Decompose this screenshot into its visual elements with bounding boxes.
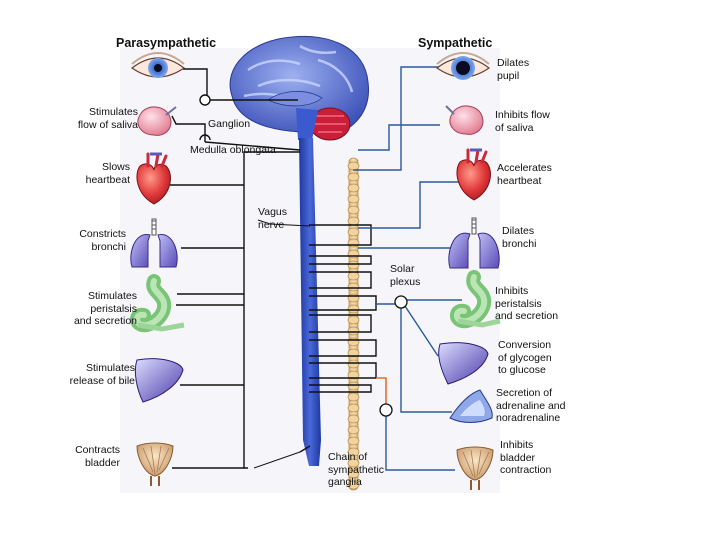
chain-ganglion-bead — [347, 227, 360, 237]
adrenal-gland-icon — [449, 389, 493, 423]
sympathetic-chain-label: Chain of sympathetic ganglia — [328, 451, 385, 488]
chain-ganglion-bead — [347, 414, 360, 424]
eye-icon — [435, 52, 491, 80]
solar-plexus-label: Solar plexus — [390, 263, 421, 288]
sympathetic-header: Sympathetic — [418, 36, 493, 50]
para-saliva-label: Stimulates flow of saliva — [77, 106, 138, 131]
symp-pupil-label: Dilates pupil — [497, 57, 530, 82]
chain-ganglion-bead — [347, 238, 360, 248]
chain-ganglion-bead — [347, 469, 360, 479]
symp-bladder-label: Inhibits bladder contraction — [500, 439, 552, 476]
chain-ganglion-bead — [347, 293, 360, 303]
chain-ganglion-bead — [347, 381, 360, 391]
chain-ganglion-bead — [347, 348, 360, 358]
chain-ganglion-bead — [347, 282, 360, 292]
symp-heart-label: Accelerates heartbeat — [497, 162, 552, 187]
bladder-icon — [136, 442, 174, 486]
chain-ganglion-bead — [347, 183, 360, 193]
chain-ganglion-bead — [347, 249, 360, 259]
chain-ganglion-bead — [347, 458, 360, 468]
symp-liver-label: Conversion of glycogen to glucose — [498, 339, 552, 376]
chain-ganglion-bead — [347, 425, 360, 435]
chain-ganglion-bead — [347, 403, 360, 413]
sympathetic-chain-icon — [347, 157, 360, 491]
chain-ganglion-bead — [347, 172, 360, 182]
para-bronchi-label: Constricts bronchi — [79, 228, 126, 253]
solar-plexus-ganglion — [394, 295, 408, 309]
chain-ganglion-bead — [347, 326, 360, 336]
chain-ganglion-bead — [347, 315, 360, 325]
para-bladder-label: Contracts bladder — [75, 444, 120, 469]
chain-ganglion-bead — [347, 161, 360, 171]
heart-icon — [456, 148, 491, 201]
chain-ganglion-bead — [347, 337, 360, 347]
spinal-cord-icon — [299, 138, 321, 466]
bladder-ganglion — [379, 403, 393, 417]
chain-ganglion-bead — [347, 447, 360, 457]
chain-ganglion-bead — [347, 194, 360, 204]
salivary-gland-icon — [445, 105, 484, 135]
symp-bronchi-label: Dilates bronchi — [502, 225, 537, 250]
liver-icon — [438, 342, 489, 385]
liver-icon — [134, 358, 184, 403]
chain-ganglion-bead — [347, 304, 360, 314]
parasympathetic-header: Parasympathetic — [116, 36, 217, 50]
sympathetic-lines — [353, 66, 462, 471]
eye-icon — [130, 52, 186, 78]
nerve-lines — [170, 68, 377, 469]
brain-icon — [229, 35, 369, 141]
lungs-icon — [130, 218, 178, 268]
symp-saliva-label: Inhibits flow of saliva — [495, 109, 550, 134]
salivary-gland-icon — [137, 106, 177, 136]
chain-ganglion-bead — [347, 436, 360, 446]
para-stomach-label: Stimulates peristalsis and secretion — [73, 290, 137, 327]
symp-adrenal-label: Secretion of adrenaline and noradrenalin… — [496, 387, 566, 424]
ganglion-label: Ganglion — [208, 118, 251, 130]
medulla-label: Medulla oblongata — [190, 144, 276, 156]
chain-ganglion-bead — [347, 271, 360, 281]
chain-ganglion-bead — [347, 216, 360, 226]
chain-ganglion-bead — [347, 260, 360, 270]
para-liver-label: Stimulates release of bile — [69, 362, 135, 387]
bladder-icon — [456, 446, 494, 490]
symp-stomach-label: Inhibits peristalsis and secretion — [495, 285, 559, 322]
lungs-icon — [448, 217, 500, 269]
orange-nerve-line — [376, 377, 387, 406]
stomach-icon — [130, 274, 185, 333]
vagus-nerve-label: Vagus nerve — [258, 206, 287, 231]
chain-ganglion-bead — [347, 359, 360, 369]
chain-ganglion-bead — [347, 392, 360, 402]
chain-ganglion-bead — [347, 370, 360, 380]
chain-ganglion-bead — [347, 480, 360, 490]
chain-ganglion-bead — [347, 205, 360, 215]
stomach-icon — [450, 270, 501, 329]
heart-icon — [136, 152, 171, 205]
para-heart-label: Slows heartbeat — [85, 161, 130, 186]
